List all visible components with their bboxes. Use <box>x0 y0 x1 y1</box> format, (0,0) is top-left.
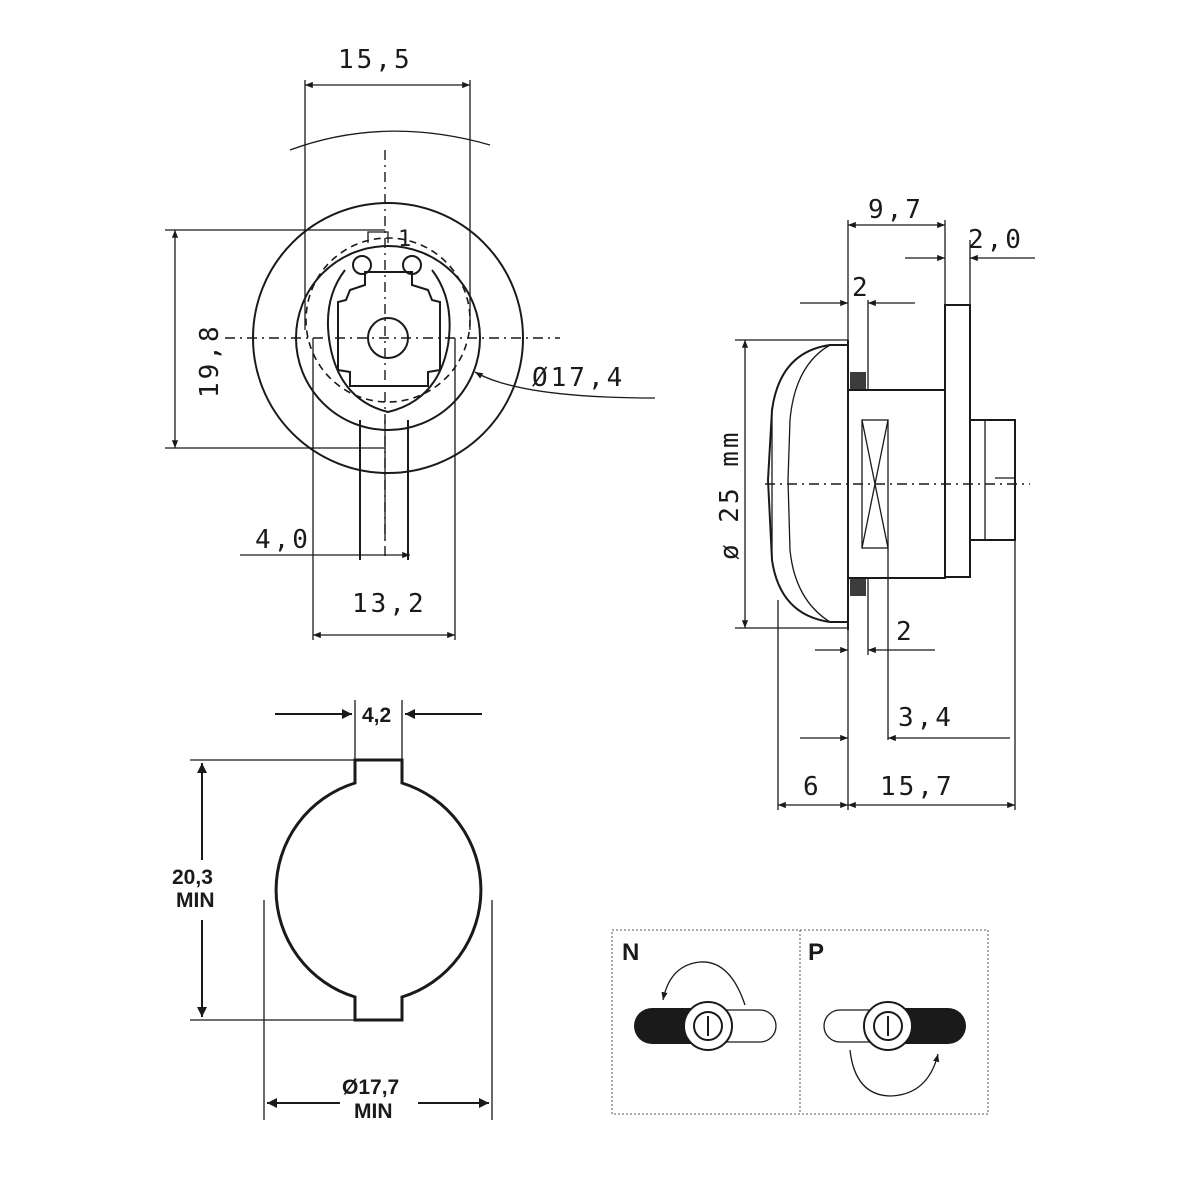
dim-17-7-min: MIN <box>354 1100 393 1123</box>
dim-19-8: 19,8 <box>195 323 225 398</box>
rotor-outline <box>337 271 441 387</box>
spring-clip <box>326 269 451 414</box>
arrow-ccw-n <box>661 961 746 1006</box>
label-n: N <box>622 939 639 966</box>
cam-arm-n <box>634 1008 700 1044</box>
dim-17-7: Ø17,7 <box>342 1076 399 1099</box>
front-marker-label: 1 <box>398 227 414 252</box>
dim-17-4: Ø17,4 <box>532 363 625 393</box>
door-arc <box>289 130 491 151</box>
dim-15-5: 15,5 <box>338 45 413 75</box>
dim-15-7: 15,7 <box>880 772 955 802</box>
dim-25-mm: ø 25 mm <box>715 429 745 560</box>
dim-2-top: 2 <box>852 273 871 303</box>
dim-4-2: 4,2 <box>362 704 391 727</box>
rotation-panel: N P <box>611 929 989 1115</box>
mounting-plate <box>944 304 971 578</box>
dim-3-4: 3,4 <box>898 703 954 733</box>
dim-9-7: 9,7 <box>868 195 924 225</box>
cutout-outline <box>274 758 483 1022</box>
dim-20-3: 20,3 <box>172 866 213 889</box>
leader-17-4 <box>474 371 656 399</box>
dim-13-2: 13,2 <box>352 589 427 619</box>
pin-hole-left <box>352 255 372 275</box>
front-view: 1 15,5 19,8 4,0 13,2 Ø17,4 <box>165 45 656 640</box>
cylinder-circle-dashed <box>305 237 471 403</box>
bezel-inner <box>787 344 831 623</box>
arrow-cw-p <box>849 1049 940 1097</box>
label-p: P <box>808 939 824 966</box>
bezel-dome <box>766 344 849 623</box>
dim-6: 6 <box>803 772 822 802</box>
rear-tail <box>969 419 1016 541</box>
side-view: 9,7 2,0 2 2 ø 25 mm 3,4 6 15,7 <box>715 195 1035 810</box>
dim-2-0: 2,0 <box>968 225 1024 255</box>
panel-cutout: 4,2 20,3 MIN Ø17,7 MIN <box>172 700 493 1123</box>
cam-arm-p <box>895 1008 966 1044</box>
pin-hole-right <box>402 255 422 275</box>
clip-wedge-top <box>850 372 866 390</box>
dim-20-3-min: MIN <box>176 889 215 912</box>
dim-2-bottom: 2 <box>896 617 915 647</box>
marker-bracket <box>367 231 389 243</box>
dim-4-0: 4,0 <box>255 525 311 555</box>
clip-wedge-bottom <box>850 578 866 596</box>
